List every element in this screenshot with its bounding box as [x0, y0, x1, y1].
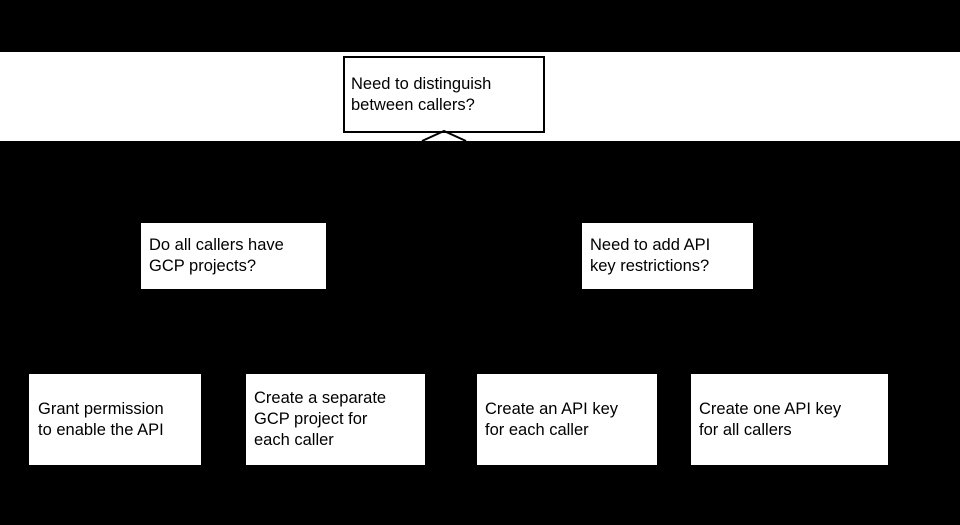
action-node-separate-gcp-project: Create a separate GCP project for each c…: [246, 374, 425, 465]
action-node-api-key-each-caller: Create an API key for each caller: [477, 374, 657, 465]
decision-node-distinguish-callers: Need to distinguish between callers?: [343, 56, 545, 133]
decision-node-api-key-restrictions: Need to add API key restrictions?: [582, 223, 753, 289]
branch-chevron-icon: [421, 129, 467, 142]
action-node-grant-permission: Grant permission to enable the API: [29, 374, 201, 465]
decision-node-gcp-projects: Do all callers have GCP projects?: [141, 223, 326, 289]
action-node-one-api-key-all-callers: Create one API key for all callers: [691, 374, 888, 465]
